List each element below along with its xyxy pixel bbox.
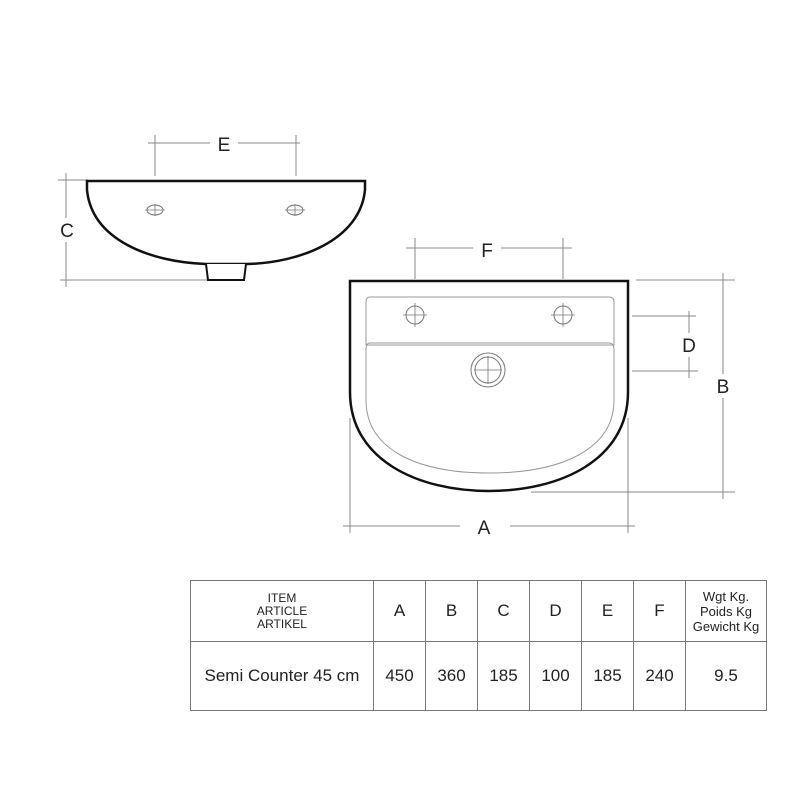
cell-c: 185: [477, 641, 530, 711]
dim-label-f: F: [481, 241, 493, 262]
table-header-row: ITEM ARTICLE ARTIKEL A B C D E F Wgt Kg.…: [190, 580, 767, 642]
cell-a: 450: [373, 641, 426, 711]
cell-weight: 9.5: [685, 641, 767, 711]
cell-item: Semi Counter 45 cm: [190, 641, 374, 711]
cell-d: 100: [529, 641, 582, 711]
technical-drawing: E C F: [56, 132, 735, 539]
dim-label-b: B: [717, 377, 730, 398]
dim-label-e: E: [218, 135, 231, 156]
cell-f: 240: [633, 641, 686, 711]
side-view: E C: [56, 132, 367, 287]
cell-b: 360: [425, 641, 478, 711]
dim-label-d: D: [682, 336, 696, 357]
table-row: Semi Counter 45 cm 450 360 185 100 185 2…: [190, 641, 767, 711]
top-view: F D B A: [343, 238, 735, 539]
header-item: ITEM ARTICLE ARTIKEL: [190, 580, 374, 642]
header-c: C: [477, 580, 530, 642]
header-e: E: [581, 580, 634, 642]
dim-label-c: C: [60, 221, 74, 242]
cell-e: 185: [581, 641, 634, 711]
header-d: D: [529, 580, 582, 642]
header-f: F: [633, 580, 686, 642]
header-a: A: [373, 580, 426, 642]
header-b: B: [425, 580, 478, 642]
header-weight: Wgt Kg. Poids Kg Gewicht Kg: [685, 580, 767, 642]
spec-table: ITEM ARTICLE ARTIKEL A B C D E F Wgt Kg.…: [190, 580, 767, 711]
dim-label-a: A: [478, 518, 491, 539]
